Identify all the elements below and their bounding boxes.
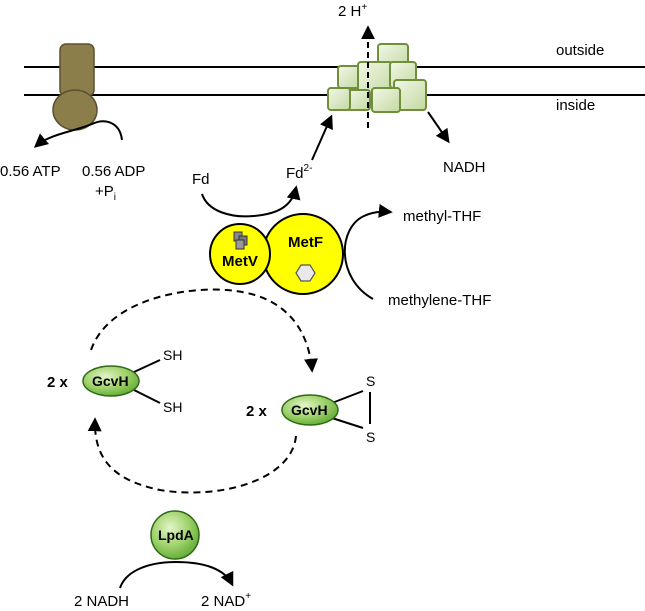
nadh-product-label: NADH (443, 159, 486, 176)
fd-reduced-label: Fd2- (286, 163, 312, 182)
nadh-substrate-label: 2 NADH (74, 593, 129, 610)
fd-to-complex-arrow (311, 114, 333, 161)
fad-cofactor-icon (295, 264, 316, 282)
gcvh-left-protein (82, 365, 140, 397)
cycle-arc-bottom (87, 417, 297, 494)
methyl-thf-label: methyl-THF (403, 208, 481, 225)
atp-synthesis-arrow (33, 120, 123, 148)
metv-label: MetV (222, 253, 258, 270)
gcvh-left-sh-bottom: SH (163, 399, 182, 415)
gcvh-left-count: 2 x (47, 374, 69, 391)
gcvh-right-s-top: S (366, 373, 375, 389)
gcvh-right-s-bottom: S (366, 429, 375, 445)
lpda-protein (150, 510, 200, 560)
fd-reduction-arrow (201, 185, 301, 218)
gcvh-left-sh-bond-top (133, 359, 161, 373)
lpda-label: LpdA (158, 527, 194, 543)
methylene-thf-label: methylene-THF (388, 292, 491, 309)
pi-label: +Pi (95, 183, 116, 203)
nad-product-label: 2 NAD+ (201, 591, 251, 610)
metf-label: MetF (288, 234, 323, 251)
atp-label: 0.56 ATP (0, 163, 61, 180)
outside-label: outside (556, 42, 604, 59)
gcvh-right-s-bond-bottom (331, 417, 364, 429)
metf-protein (262, 213, 344, 295)
methylene-to-methyl-arrow (343, 203, 393, 300)
metv-protein (209, 223, 271, 285)
gcvh-right-s-bond-top (331, 390, 364, 404)
iron-sulfur-cluster-icon (233, 231, 248, 250)
nadh-oxidation-arrow (119, 560, 234, 589)
inside-label: inside (556, 97, 595, 114)
gcvh-left-sh-top: SH (163, 347, 182, 363)
gcvh-left-label: GcvH (92, 373, 129, 389)
proton-label: 2 H+ (338, 2, 367, 20)
fd-label: Fd (192, 171, 210, 188)
gcvh-right-protein (281, 394, 339, 426)
gcvh-right-label: GcvH (291, 402, 328, 418)
gcvh-left-sh-bond-bottom (133, 389, 161, 404)
nadh-arrow (427, 111, 450, 144)
gcvh-right-count: 2 x (246, 403, 268, 420)
adp-label: 0.56 ADP (82, 163, 145, 180)
membrane-complex (327, 43, 427, 113)
cycle-arc-top (90, 288, 318, 373)
atp-synthase (52, 43, 98, 131)
